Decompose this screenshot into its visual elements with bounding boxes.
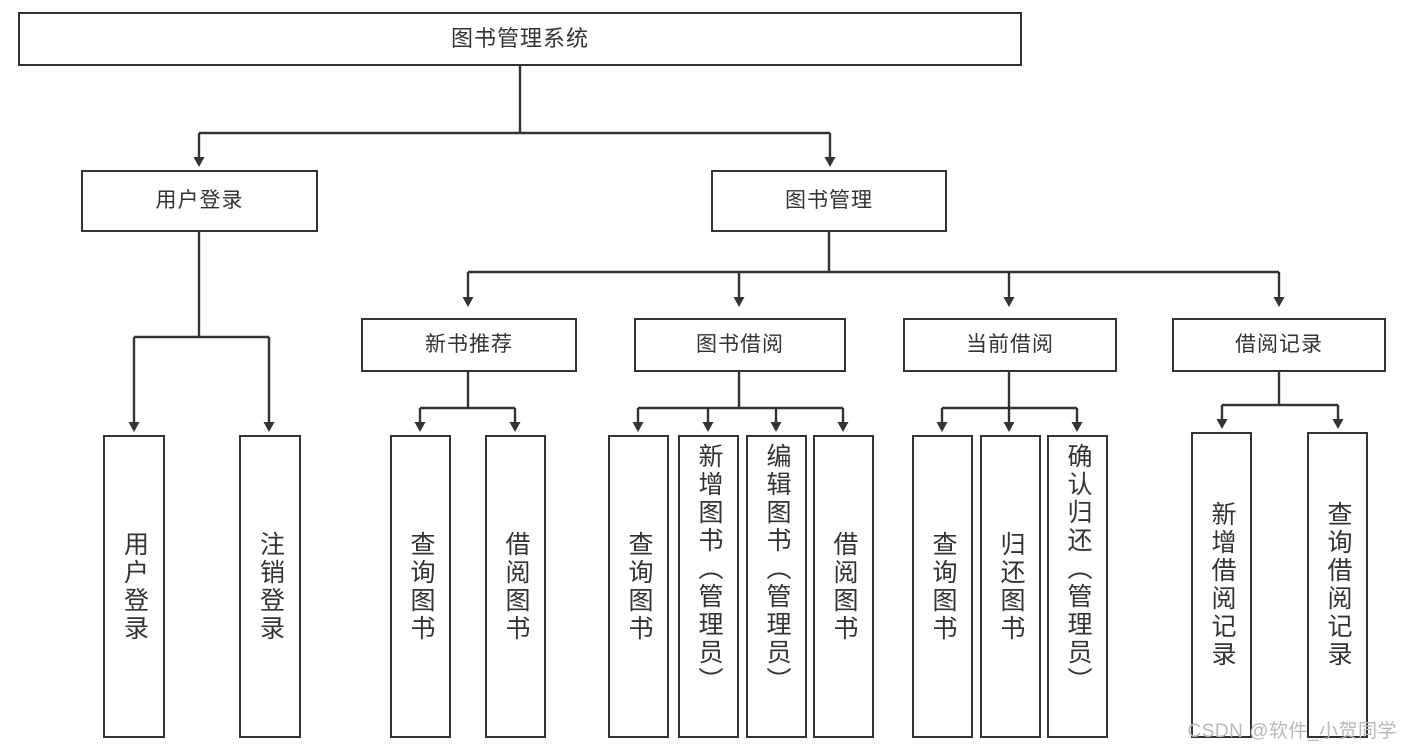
- node-book-borrow-label: 图书借阅: [696, 332, 784, 356]
- node-root-label: 图书管理系统: [450, 26, 589, 52]
- node-new-book-recommend-label: 新书推荐: [425, 332, 513, 356]
- leaf-user-logout-label: 注销登录: [256, 530, 285, 643]
- node-user-login-label: 用户登录: [155, 188, 244, 212]
- node-new-book-recommend[interactable]: 新书推荐: [361, 318, 577, 372]
- leaf-borrow-book-2-label: 借阅图书: [830, 530, 858, 643]
- node-root[interactable]: 图书管理系统: [18, 12, 1022, 66]
- leaf-add-book[interactable]: 新增图书（管理员）: [678, 435, 739, 738]
- leaf-query-book-1-label: 查询图书: [407, 530, 435, 643]
- leaf-query-record-label: 查询借阅记录: [1324, 501, 1352, 669]
- leaf-query-record[interactable]: 查询借阅记录: [1307, 432, 1368, 738]
- leaf-borrow-book-2[interactable]: 借阅图书: [813, 435, 874, 738]
- node-borrow-record-label: 借阅记录: [1235, 332, 1323, 356]
- leaf-add-book-label: 新增图书（管理员）: [695, 443, 723, 695]
- leaf-query-book-2-label: 查询图书: [625, 530, 653, 643]
- leaf-add-record[interactable]: 新增借阅记录: [1191, 432, 1252, 738]
- leaf-return-book[interactable]: 归还图书: [980, 435, 1041, 738]
- leaf-return-book-label: 归还图书: [997, 530, 1025, 643]
- leaf-query-book-3[interactable]: 查询图书: [912, 435, 973, 738]
- node-current-borrow-label: 当前借阅: [966, 332, 1054, 356]
- node-borrow-record[interactable]: 借阅记录: [1172, 318, 1386, 372]
- leaf-user-login-label: 用户登录: [120, 530, 149, 643]
- leaf-borrow-book-1-label: 借阅图书: [502, 530, 530, 643]
- leaf-user-logout[interactable]: 注销登录: [239, 435, 301, 738]
- node-book-borrow[interactable]: 图书借阅: [634, 318, 846, 372]
- leaf-query-book-2[interactable]: 查询图书: [608, 435, 669, 738]
- leaf-query-book-3-label: 查询图书: [929, 530, 957, 643]
- csdn-watermark: CSDN @软件_小贺同学: [1187, 721, 1397, 742]
- leaf-confirm-return-label: 确认归还（管理员）: [1064, 443, 1092, 695]
- leaf-add-record-label: 新增借阅记录: [1208, 501, 1236, 669]
- leaf-confirm-return[interactable]: 确认归还（管理员）: [1047, 435, 1108, 738]
- node-book-manage-label: 图书管理: [785, 188, 873, 212]
- node-current-borrow[interactable]: 当前借阅: [903, 318, 1117, 372]
- leaf-edit-book-label: 编辑图书（管理员）: [763, 443, 791, 695]
- node-user-login[interactable]: 用户登录: [81, 170, 318, 232]
- node-book-manage[interactable]: 图书管理: [711, 170, 947, 232]
- leaf-borrow-book-1[interactable]: 借阅图书: [485, 435, 546, 738]
- leaf-user-login[interactable]: 用户登录: [103, 435, 165, 738]
- leaf-edit-book[interactable]: 编辑图书（管理员）: [746, 435, 807, 738]
- leaf-query-book-1[interactable]: 查询图书: [390, 435, 451, 738]
